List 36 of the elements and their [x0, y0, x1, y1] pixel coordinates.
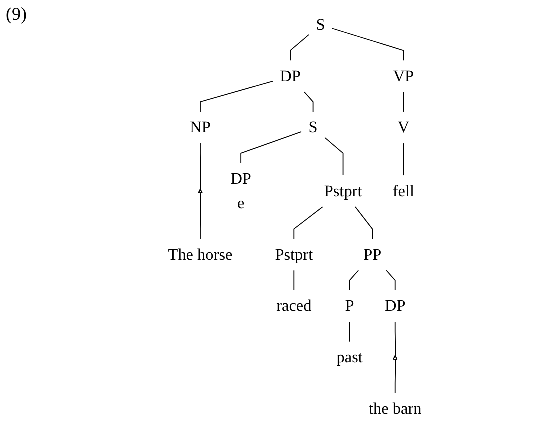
example-number: (9) — [6, 4, 27, 25]
connector — [294, 270, 295, 291]
node-text: S — [316, 16, 326, 34]
connector — [304, 92, 314, 112]
connector — [290, 34, 310, 62]
node-text: PP — [364, 245, 382, 264]
connector — [200, 143, 202, 190]
connector — [294, 206, 324, 240]
node-text: NP — [190, 118, 211, 136]
connector — [394, 359, 396, 394]
connector — [349, 322, 350, 342]
connector — [332, 28, 404, 62]
connector — [324, 137, 344, 176]
node-text: DP — [384, 296, 406, 315]
node-text: VP — [393, 66, 414, 85]
connector — [355, 206, 374, 240]
node-text: past — [336, 348, 363, 366]
connector — [200, 80, 274, 112]
node-text: P — [345, 296, 354, 315]
connector — [386, 270, 396, 291]
node-text: fell — [392, 182, 415, 200]
node-text: the barn — [369, 400, 422, 418]
connector — [349, 270, 360, 291]
node-text: DP e — [230, 170, 252, 212]
node-text: Pstprt — [324, 182, 362, 200]
node-text: The horse — [168, 245, 233, 264]
connector — [403, 92, 404, 112]
connector — [403, 143, 404, 176]
node-text: S — [308, 118, 318, 136]
connector — [394, 322, 396, 357]
node-text: Pstprt — [275, 245, 314, 264]
connector — [240, 131, 302, 164]
connector — [200, 193, 202, 240]
node-text: raced — [276, 296, 312, 315]
node-text: DP — [280, 66, 301, 85]
node-text: V — [398, 118, 410, 136]
